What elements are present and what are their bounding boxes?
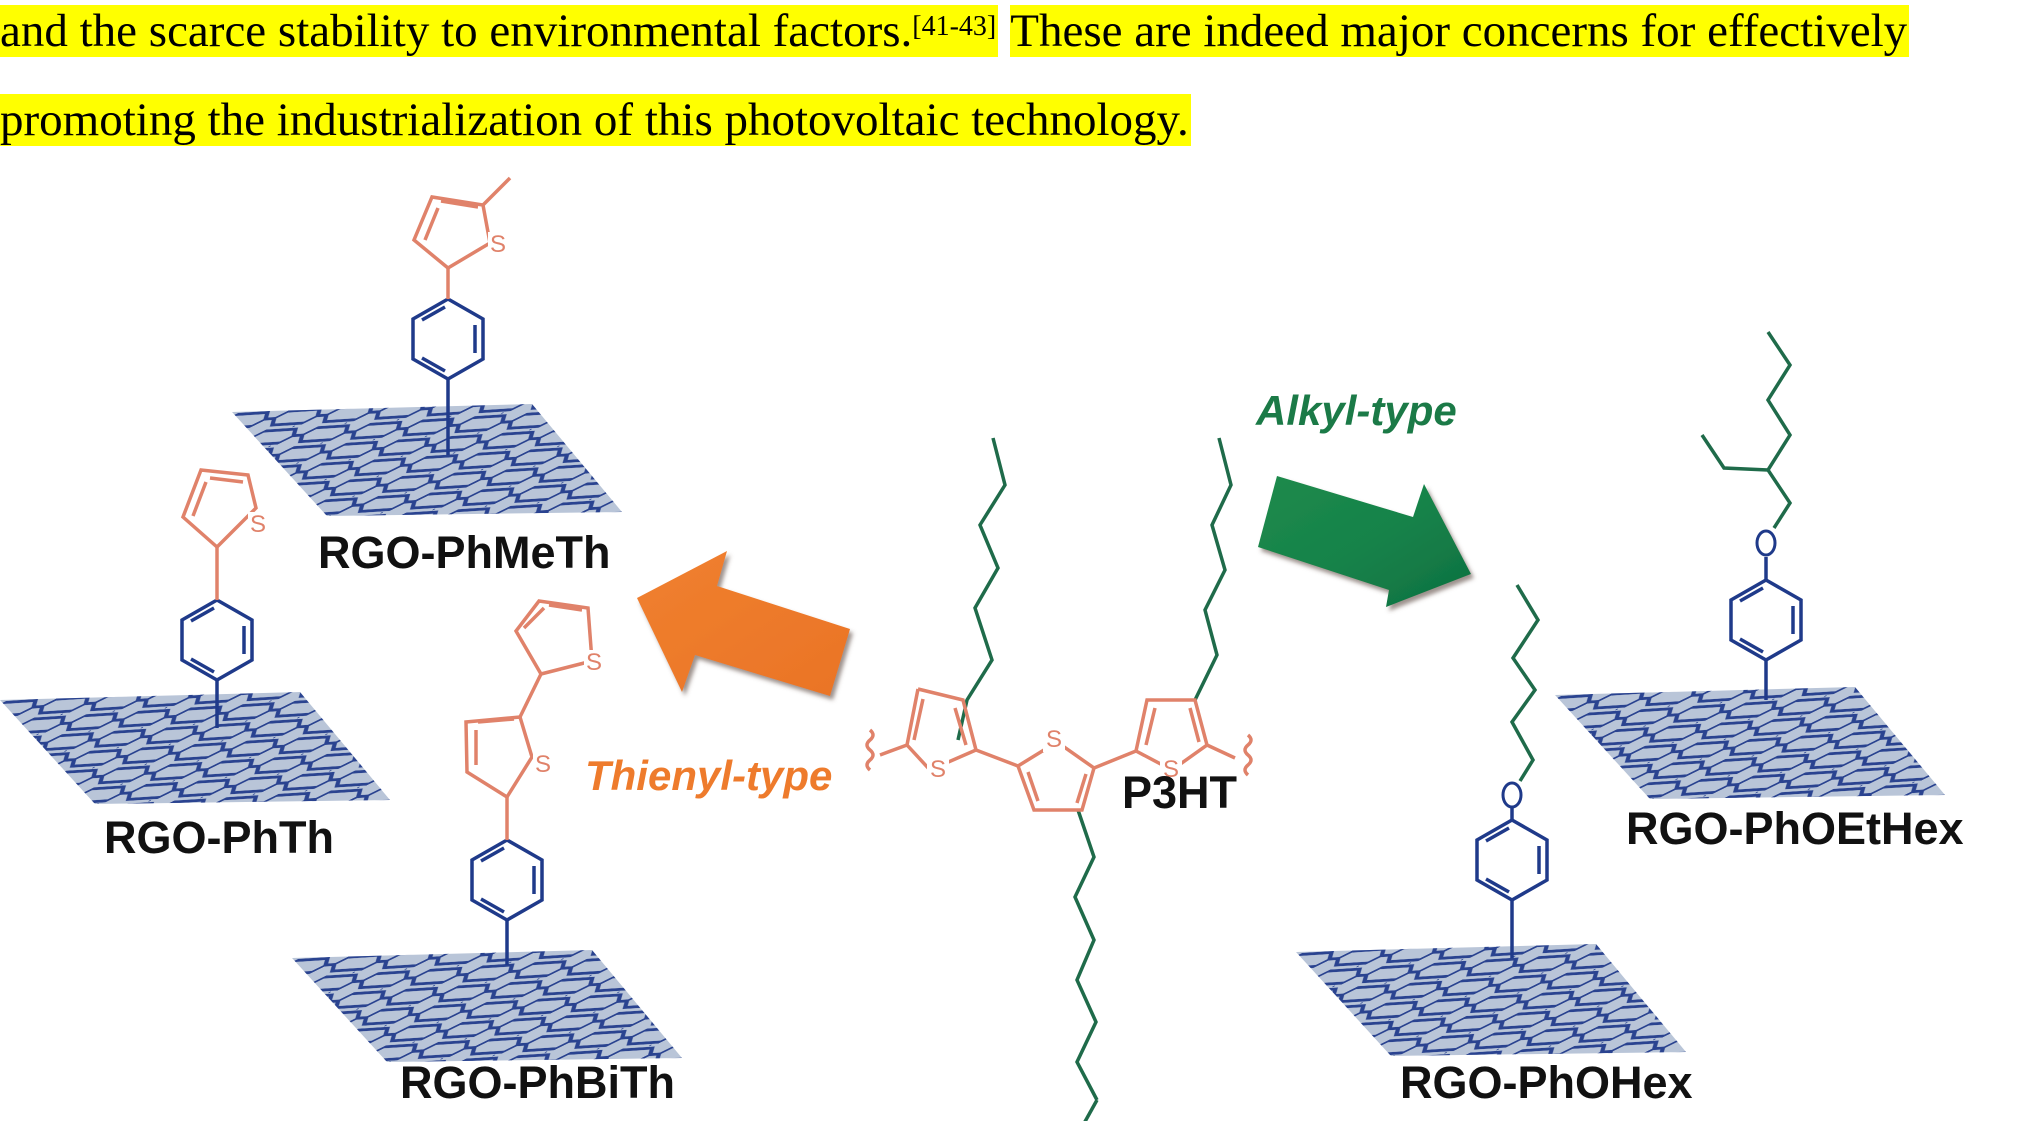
sulfur-atom-label: S (250, 511, 266, 538)
label-rgo-phth: RGO-PhTh (104, 812, 334, 863)
p3ht-structure: S S S (865, 437, 1253, 1121)
oxygen-atom (1501, 781, 1523, 809)
label-p3ht: P3HT (1122, 767, 1238, 818)
rgo-phohex-structure (1296, 584, 1686, 1056)
label-rgo-phoethex: RGO-PhOEtHex (1626, 803, 1964, 854)
rgo-phbith-structure: S S (292, 599, 682, 1062)
sulfur-atom-label: S (1163, 756, 1179, 783)
sulfur-atom-label: S (1046, 726, 1062, 753)
ethylhexyl-chain (1700, 331, 1793, 529)
label-rgo-phohex: RGO-PhOHex (1400, 1057, 1693, 1108)
alkyl-type-label: Alkyl-type (1256, 387, 1457, 434)
bithiophene (464, 599, 594, 799)
highlighted-text: These are indeed major concerns for effe… (1010, 5, 1910, 57)
alkyl-arrow-icon (1258, 476, 1471, 607)
highlighted-text: promoting the industrialization of this … (0, 94, 1191, 146)
thienyl-type-label: Thienyl-type (585, 752, 833, 799)
label-rgo-phmeth: RGO-PhMeTh (318, 527, 611, 578)
hexyl-chains (956, 437, 1233, 1121)
sulfur-atom-label: S (535, 751, 551, 778)
paragraph-line-1: and the scarce stability to environmenta… (0, 2, 1910, 60)
sulfur-atom-label: S (490, 231, 506, 258)
rgo-phmeth-structure: S (232, 176, 622, 516)
label-rgo-phbith: RGO-PhBiTh (400, 1057, 675, 1108)
paragraph-line-2: promoting the industrialization of this … (0, 91, 1191, 149)
thiophene-ring (180, 468, 258, 549)
thiophene-ring (411, 176, 512, 270)
oxygen-atom (1755, 529, 1777, 557)
citation-reference[interactable]: [41-43] (912, 11, 997, 42)
rgo-phoethex-structure (1555, 331, 1945, 799)
sulfur-atom-label: S (586, 649, 602, 676)
sentence-fragment: and the scarce stability to environmenta… (0, 5, 913, 57)
sulfur-atom-label: S (930, 756, 946, 783)
thienyl-arrow-icon (637, 551, 850, 696)
hexyl-chain (1509, 584, 1541, 782)
rgo-phth-structure: S (0, 468, 390, 804)
highlighted-text: and the scarce stability to environmenta… (0, 5, 999, 57)
